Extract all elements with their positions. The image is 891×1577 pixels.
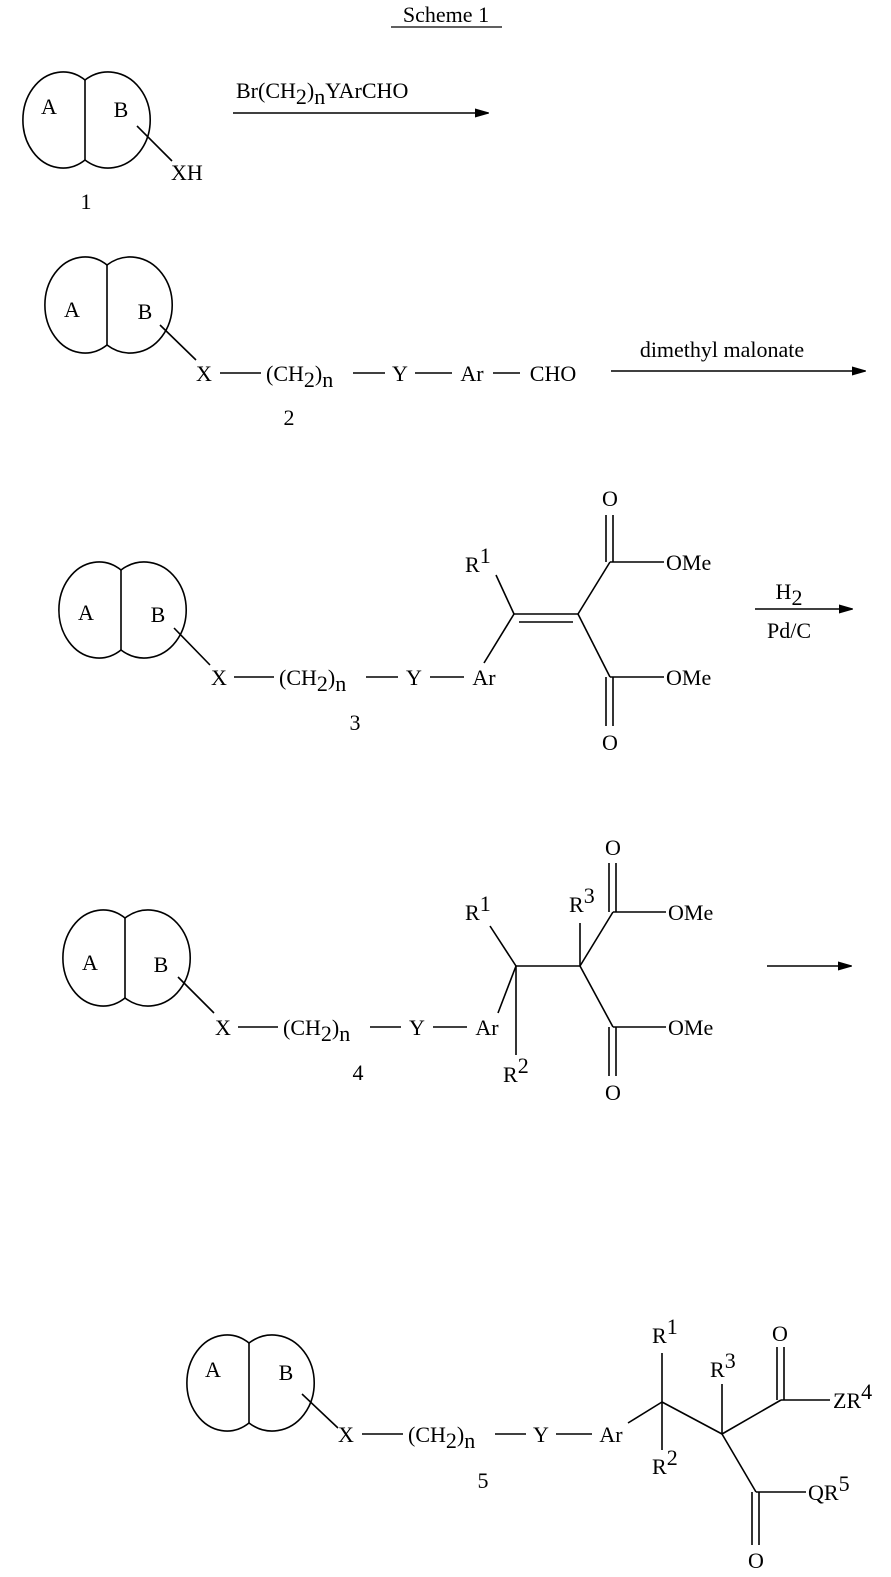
x-label: X (211, 665, 227, 690)
o-label-top: O (772, 1321, 788, 1346)
compound-number-4: 4 (353, 1060, 364, 1085)
xh-label: XH (171, 160, 203, 185)
bond-c2-carbonyl1 (722, 1400, 781, 1434)
bond-c-ester1 (578, 562, 610, 614)
y-label: Y (406, 665, 422, 690)
ring-b-label: B (138, 299, 153, 324)
ch2n-group: (CH2)n (283, 1015, 350, 1046)
bond-c1-r1 (490, 926, 516, 966)
r3-label: R3 (710, 1348, 736, 1382)
y-label: Y (533, 1422, 549, 1447)
bond-b-x (178, 977, 214, 1013)
ring-a-label: A (64, 297, 80, 322)
bond-ar-c (484, 614, 514, 663)
reagent-pdc: Pd/C (767, 618, 811, 643)
bond-c-ester2 (578, 614, 610, 677)
ring-a-arc (23, 72, 85, 168)
x-label: X (338, 1422, 354, 1447)
zr4-label: ZR4 (833, 1379, 872, 1413)
x-label: X (196, 361, 212, 386)
bond-c-r1 (496, 575, 514, 614)
reaction-arrow-2: dimethyl malonate (611, 337, 865, 371)
r2-label: R2 (503, 1053, 529, 1087)
y-label: Y (392, 361, 408, 386)
ome-label-bottom: OMe (668, 1015, 713, 1040)
compound-4: A B X (CH2)n Y Ar R1 R2 R3 O OMe O OMe 4 (63, 835, 713, 1105)
compound-number-5: 5 (478, 1468, 489, 1493)
ch2n-group: (CH2)n (408, 1422, 475, 1453)
bond-c2-ester2 (580, 966, 613, 1027)
ch2n-group: (CH2)n (266, 361, 333, 392)
ring-a-label: A (41, 94, 57, 119)
y-label: Y (409, 1015, 425, 1040)
bond-c2-carbonyl2 (722, 1434, 756, 1492)
cho-label: CHO (530, 361, 576, 386)
bond-c1-c2 (662, 1402, 722, 1434)
ring-b-label: B (279, 1360, 294, 1385)
bond-b-x (160, 325, 196, 360)
ome-label-top: OMe (666, 550, 711, 575)
ring-a-label: A (78, 600, 94, 625)
compound-5: A B X (CH2)n Y Ar R1 R2 R3 O ZR4 O QR5 5 (187, 1314, 872, 1573)
bond-ar-c1 (628, 1402, 662, 1423)
o-label-bottom: O (748, 1548, 764, 1573)
o-label-bottom: O (602, 730, 618, 755)
reagent-step1: Br(CH2)nYArCHO (236, 78, 408, 109)
ring-a-arc (187, 1335, 249, 1431)
compound-3: A B X (CH2)n Y Ar R1 O OMe O OMe 3 (59, 486, 711, 755)
ring-b-label: B (151, 602, 166, 627)
r2-label: R2 (652, 1445, 678, 1479)
o-label-top: O (605, 835, 621, 860)
ch2n-group: (CH2)n (279, 665, 346, 696)
reagent-step2: dimethyl malonate (640, 337, 804, 362)
scheme-title-text: Scheme 1 (403, 2, 489, 27)
ring-a-label: A (205, 1357, 221, 1382)
bond-c2-ester1 (580, 912, 613, 966)
ar-label: Ar (475, 1015, 499, 1040)
ring-b-label: B (114, 97, 129, 122)
qr5-label: QR5 (808, 1471, 850, 1505)
ome-label-top: OMe (668, 900, 713, 925)
o-label-bottom: O (605, 1080, 621, 1105)
bond-b-x (302, 1394, 338, 1428)
reaction-arrow-3: H2 Pd/C (755, 579, 852, 643)
ar-label: Ar (472, 665, 496, 690)
o-label-top: O (602, 486, 618, 511)
reagent-h2: H2 (776, 579, 803, 610)
ring-b-label: B (154, 952, 169, 977)
bond-b-x (174, 628, 210, 665)
bond-ar-c1 (498, 966, 516, 1013)
compound-2: A B X (CH2)n Y Ar CHO 2 (45, 257, 576, 430)
scheme-title: Scheme 1 (391, 2, 502, 27)
ome-label-bottom: OMe (666, 665, 711, 690)
x-label: X (215, 1015, 231, 1040)
compound-1: A B XH 1 (23, 72, 203, 214)
r3-label: R3 (569, 883, 595, 917)
ar-label: Ar (599, 1422, 623, 1447)
reaction-arrow-1: Br(CH2)nYArCHO (233, 78, 488, 113)
ring-a-label: A (82, 950, 98, 975)
compound-number-1: 1 (81, 189, 92, 214)
r1-label: R1 (465, 891, 491, 925)
ar-label: Ar (460, 361, 484, 386)
r1-label: R1 (465, 543, 491, 577)
bond-b-xh (137, 126, 172, 161)
r1-label: R1 (652, 1314, 678, 1348)
compound-number-3: 3 (350, 710, 361, 735)
compound-number-2: 2 (284, 405, 295, 430)
